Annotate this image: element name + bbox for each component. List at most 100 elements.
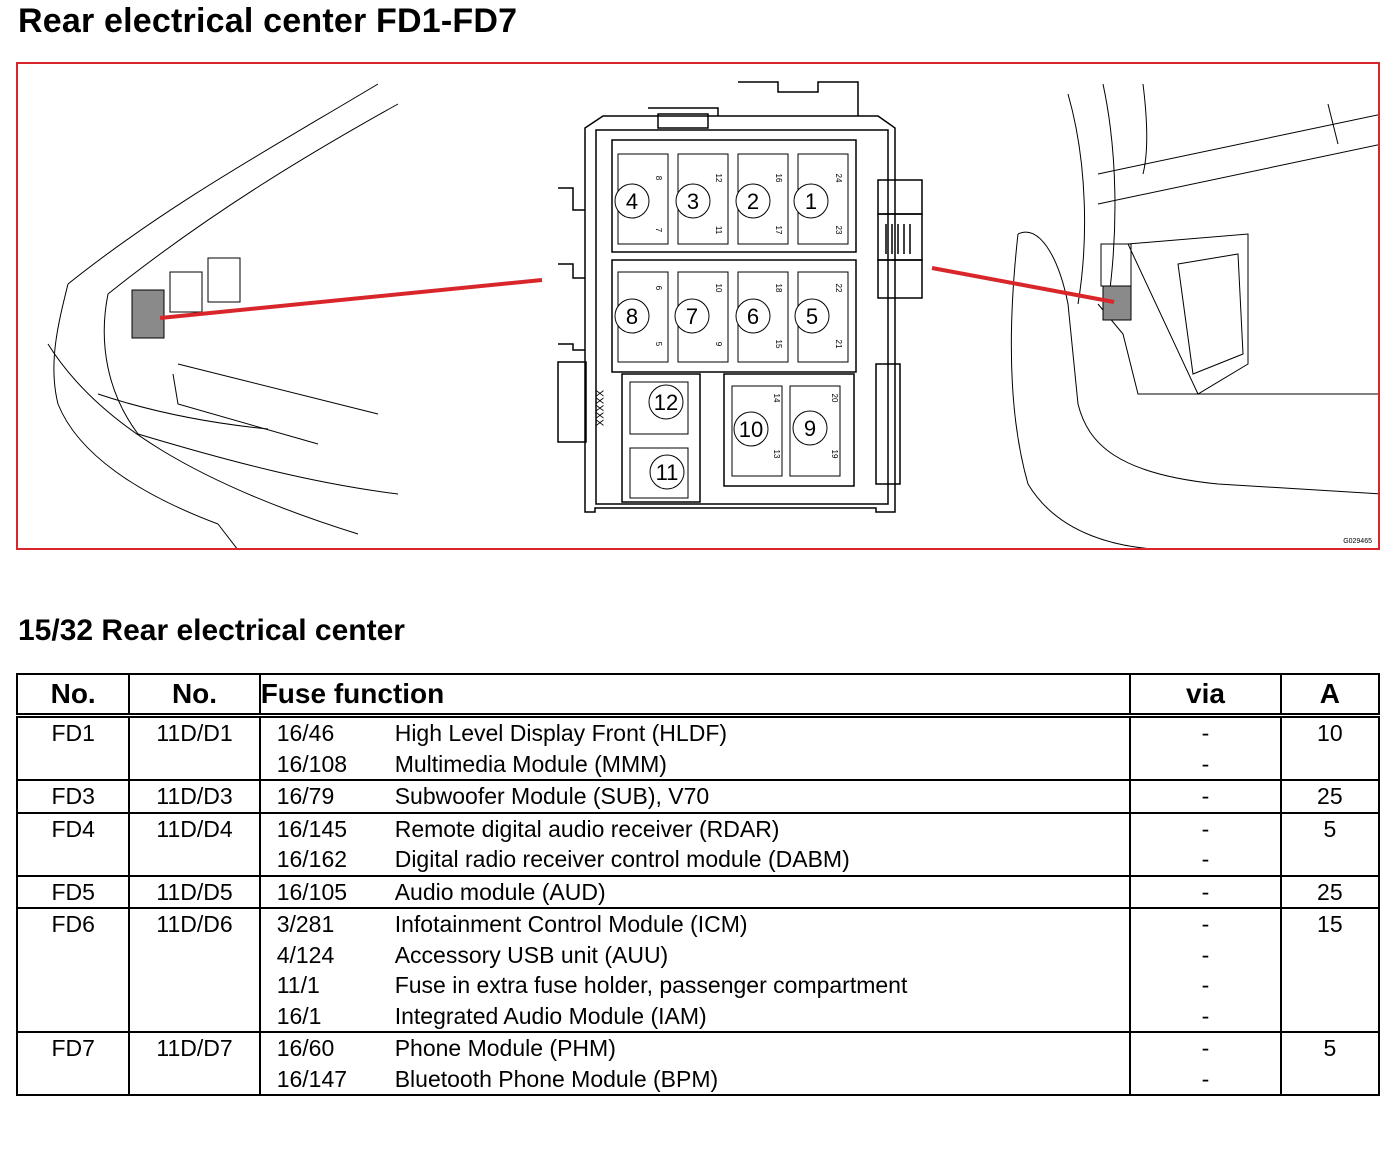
section-title: 15/32 Rear electrical center bbox=[18, 614, 405, 647]
fuse-2[interactable]: 2 bbox=[735, 183, 771, 219]
component-code: 16/79 bbox=[276, 783, 335, 809]
fuse-box-diagram: 8 12 16 24 7 11 17 23 6 10 18 22 5 9 15 … bbox=[47, 81, 1378, 548]
pin-label: 20 bbox=[830, 394, 839, 403]
component-code: 4/124 bbox=[276, 941, 335, 968]
component-code: 16/145 bbox=[276, 815, 348, 842]
pin-label: 19 bbox=[830, 450, 839, 459]
component-description: Bluetooth Phone Module (BPM) bbox=[394, 1065, 719, 1092]
component-code: 16/105 bbox=[276, 878, 348, 905]
via-value: - bbox=[1201, 846, 1210, 872]
fuse-circles: 4 3 2 1 8 7 6 5 12 11 10 9 bbox=[614, 183, 830, 490]
pin-label: 10 bbox=[714, 284, 723, 293]
via-value: - bbox=[1201, 1065, 1210, 1092]
fuse-ref-cell: 11D/D7 bbox=[128, 1032, 261, 1096]
function-line: 16/147 Bluetooth Phone Module (BPM) bbox=[261, 1064, 1130, 1095]
component-description: Accessory USB unit (AUU) bbox=[394, 941, 669, 968]
component-code: 16/162 bbox=[276, 846, 348, 872]
pin-label: 22 bbox=[834, 284, 843, 293]
amp-value: 25 bbox=[1317, 878, 1343, 905]
fuse-number: 11 bbox=[656, 460, 679, 485]
fuse-ref-cell: 11D/D6 bbox=[128, 908, 261, 1033]
via-value: - bbox=[1201, 1035, 1210, 1061]
fuse-id-cell: FD6 bbox=[15, 908, 131, 1033]
component-description: High Level Display Front (HLDF) bbox=[394, 720, 728, 746]
component-description: Phone Module (PHM) bbox=[394, 1035, 616, 1061]
amp-cell: 10 bbox=[1279, 715, 1381, 781]
fuse-ref: 11D/D1 bbox=[156, 720, 233, 746]
amp-value: 10 bbox=[1317, 720, 1343, 746]
via-cell: - bbox=[1129, 875, 1282, 909]
amp-cell: 5 bbox=[1279, 1032, 1381, 1096]
fuse-number: 4 bbox=[626, 189, 638, 214]
component-description: Remote digital audio receiver (RDAR) bbox=[394, 815, 780, 842]
pin-label: 17 bbox=[774, 226, 783, 235]
component-description: Fuse in extra fuse holder, passenger com… bbox=[394, 972, 908, 998]
fuse-id: FD1 bbox=[51, 720, 95, 746]
fuse-4[interactable]: 4 bbox=[614, 183, 650, 219]
fuse-function-cell: 16/105 Audio module (AUD) bbox=[258, 875, 1132, 909]
fuse-ref-cell: 11D/D1 bbox=[128, 715, 261, 781]
pin-label: 23 bbox=[834, 226, 843, 235]
fuse-id: FD3 bbox=[51, 783, 95, 809]
pin-label: 9 bbox=[714, 342, 723, 347]
function-line: 16/105 Audio module (AUD) bbox=[261, 877, 1130, 908]
fuse-11[interactable]: 11 bbox=[649, 454, 685, 490]
pin-label: 8 bbox=[654, 176, 663, 181]
fuse-id-cell: FD1 bbox=[15, 715, 131, 781]
fuse-12[interactable]: 12 bbox=[648, 384, 684, 420]
amp-value: 25 bbox=[1317, 783, 1343, 809]
fuse-8[interactable]: 8 bbox=[614, 298, 650, 334]
component-code: 16/60 bbox=[276, 1035, 335, 1061]
fuse-5[interactable]: 5 bbox=[794, 298, 830, 334]
right-car-view bbox=[1010, 83, 1378, 548]
via-cell: -- bbox=[1129, 715, 1282, 781]
fuse-ref-cell: 11D/D3 bbox=[128, 780, 261, 814]
fuse-id: FD5 bbox=[51, 878, 95, 905]
fuse-ref-cell: 11D/D5 bbox=[128, 875, 261, 909]
fuse-number: 7 bbox=[686, 304, 698, 329]
pin-label: 11 bbox=[714, 226, 723, 235]
column-header-function: Fuse function bbox=[258, 673, 1132, 718]
fuse-9[interactable]: 9 bbox=[792, 410, 828, 446]
pin-labels: 8 12 16 24 7 11 17 23 6 10 18 22 5 9 15 … bbox=[593, 174, 843, 459]
function-line: 4/124 Accessory USB unit (AUU) bbox=[261, 940, 1130, 971]
component-code: 16/147 bbox=[276, 1065, 348, 1092]
fuse-10[interactable]: 10 bbox=[733, 411, 769, 447]
fuse-1[interactable]: 1 bbox=[793, 183, 829, 219]
pin-label: 15 bbox=[774, 340, 783, 349]
via-cell: -- bbox=[1129, 812, 1282, 877]
fuse-ref: 11D/D5 bbox=[156, 878, 233, 905]
component-description: Audio module (AUD) bbox=[394, 878, 606, 905]
fuse-6[interactable]: 6 bbox=[735, 298, 771, 334]
fuse-3[interactable]: 3 bbox=[675, 183, 711, 219]
fuse-number: 5 bbox=[806, 304, 818, 329]
column-header-amp: A bbox=[1279, 673, 1381, 718]
function-line: 16/145 Remote digital audio receiver (RDA… bbox=[261, 814, 1130, 845]
fuse-ref: 11D/D4 bbox=[156, 815, 233, 842]
fuse-ref: 11D/D7 bbox=[156, 1035, 233, 1061]
column-header-no: No. bbox=[15, 673, 131, 718]
pin-label: 24 bbox=[834, 174, 843, 183]
function-line: 11/1 Fuse in extra fuse holder, passenger… bbox=[261, 970, 1130, 1001]
pin-label: 5 bbox=[654, 342, 663, 347]
fuse-7[interactable]: 7 bbox=[674, 298, 710, 334]
component-code: 11/1 bbox=[276, 972, 320, 998]
via-cell: ---- bbox=[1129, 908, 1282, 1033]
table-row: FD5 11D/D5 16/105 Audio module (AUD) - 25 bbox=[15, 875, 1381, 909]
via-value: - bbox=[1201, 783, 1210, 809]
fuse-id: FD6 bbox=[51, 911, 95, 937]
fuse-number: 2 bbox=[747, 189, 759, 214]
component-description: Digital radio receiver control module (D… bbox=[394, 846, 850, 872]
fuse-id-cell: FD7 bbox=[15, 1032, 131, 1096]
fuse-id-cell: FD5 bbox=[15, 875, 131, 909]
